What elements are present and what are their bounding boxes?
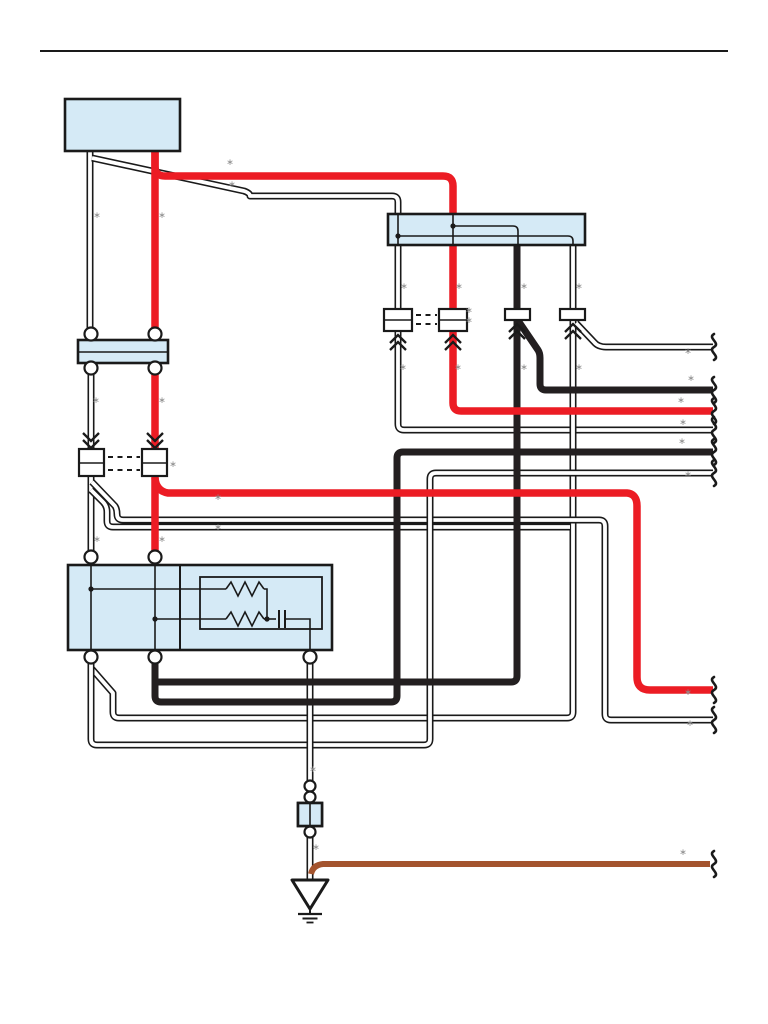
- reference-marker: ∗: [677, 396, 685, 406]
- reference-marker: ∗: [454, 363, 462, 373]
- white-wires: [90, 150, 713, 880]
- wire-break-symbols: [710, 332, 718, 879]
- arrow-up-icon: [508, 322, 526, 340]
- reference-marker: ∗: [679, 418, 687, 428]
- control-module: [66, 563, 334, 652]
- arrow-up-icon: [389, 333, 407, 351]
- wire-break-symbol: [710, 705, 718, 735]
- resistor-top-lead: [264, 588, 268, 619]
- wire-black-connector3-to-module: [158, 320, 521, 686]
- reference-marker: ∗: [214, 493, 222, 503]
- top-right-junction-internal-wiring: [395, 215, 574, 245]
- arrow-down-icon: [82, 432, 100, 450]
- reference-marker: ∗: [228, 180, 236, 190]
- wire-black-module-out: [151, 448, 713, 706]
- reference-marker: ∗: [520, 363, 528, 373]
- capacitor-lead-right: [285, 618, 311, 650]
- reference-marker: ∗: [312, 843, 320, 853]
- reference-marker: ∗: [158, 535, 166, 545]
- reference-marker: ∗: [93, 535, 101, 545]
- reference-marker: ∗: [92, 396, 100, 406]
- reference-marker: ∗: [678, 437, 686, 447]
- reference-marker: ∗: [158, 211, 166, 221]
- black-wires: [151, 245, 713, 706]
- arrow-up-icon: [564, 322, 582, 340]
- wire-brown-ground-branch: [308, 861, 710, 875]
- top-left-component-box: [63, 97, 182, 153]
- wire-break-symbol: [710, 375, 718, 405]
- reference-marker: ∗: [465, 316, 473, 326]
- reference-marker: ∗: [575, 363, 583, 373]
- connector-arrows: [82, 322, 582, 450]
- reference-marker: ∗: [169, 460, 177, 470]
- reference-marker: ∗: [400, 282, 408, 292]
- reference-marker: ∗: [679, 848, 687, 858]
- wire-break-symbol: [710, 849, 718, 879]
- control-module-inner-box: [199, 576, 323, 630]
- reference-marker: ∗: [686, 719, 694, 729]
- reference-marker: ∗: [158, 396, 166, 406]
- wire-break-symbol: [710, 458, 718, 488]
- reference-marker: ∗: [684, 470, 692, 480]
- wire-red-long-branch: [151, 477, 713, 694]
- ground-symbol: [290, 878, 330, 924]
- wire-break-symbol: [710, 437, 718, 467]
- wire-break-symbol: [710, 396, 718, 426]
- inline-connectors: [77, 307, 587, 478]
- reference-marker: ∗: [687, 374, 695, 384]
- connector-3: [503, 307, 532, 322]
- reference-marker: ∗: [226, 158, 234, 168]
- reference-markers: ∗ ∗ ∗ ∗ ∗ ∗ ∗ ∗ ∗ ∗ ∗ ∗ ∗ ∗ ∗ ∗ ∗ ∗ ∗ ∗ ∗ ∗ ∗ ∗ ∗ ∗ ∗ ∗ ∗ ∗ ∗ ∗: [92, 158, 695, 858]
- junction-dot: [264, 616, 270, 622]
- reference-marker: ∗: [684, 688, 692, 698]
- reference-marker: ∗: [575, 282, 583, 292]
- wire-break-symbol: [710, 675, 718, 705]
- junction-dot: [152, 616, 158, 622]
- wire-break-symbol: [710, 415, 718, 445]
- terminal-rings: [83, 326, 318, 839]
- ground-triangle: [290, 878, 330, 911]
- wire-red-top-branch: [151, 150, 457, 215]
- reference-marker: ∗: [684, 347, 692, 357]
- resistor-bottom: [225, 610, 265, 628]
- arrow-down-icon: [146, 432, 164, 450]
- red-wires: [151, 150, 713, 694]
- arrow-up-icon: [444, 333, 462, 351]
- reference-marker: ∗: [399, 363, 407, 373]
- reference-marker: ∗: [465, 306, 473, 316]
- reference-marker: ∗: [93, 211, 101, 221]
- reference-marker: ∗: [214, 523, 222, 533]
- resistor-top: [225, 580, 265, 598]
- junction-dot: [88, 586, 94, 592]
- wire-red-connector2-out: [449, 331, 713, 415]
- reference-marker: ∗: [309, 765, 317, 775]
- reference-marker: ∗: [455, 282, 463, 292]
- wire-black-connector3-branch: [516, 320, 713, 394]
- connector-4: [558, 307, 587, 322]
- top-right-junction-block: [386, 212, 587, 247]
- wire-break-symbol: [710, 332, 718, 362]
- reference-marker: ∗: [520, 282, 528, 292]
